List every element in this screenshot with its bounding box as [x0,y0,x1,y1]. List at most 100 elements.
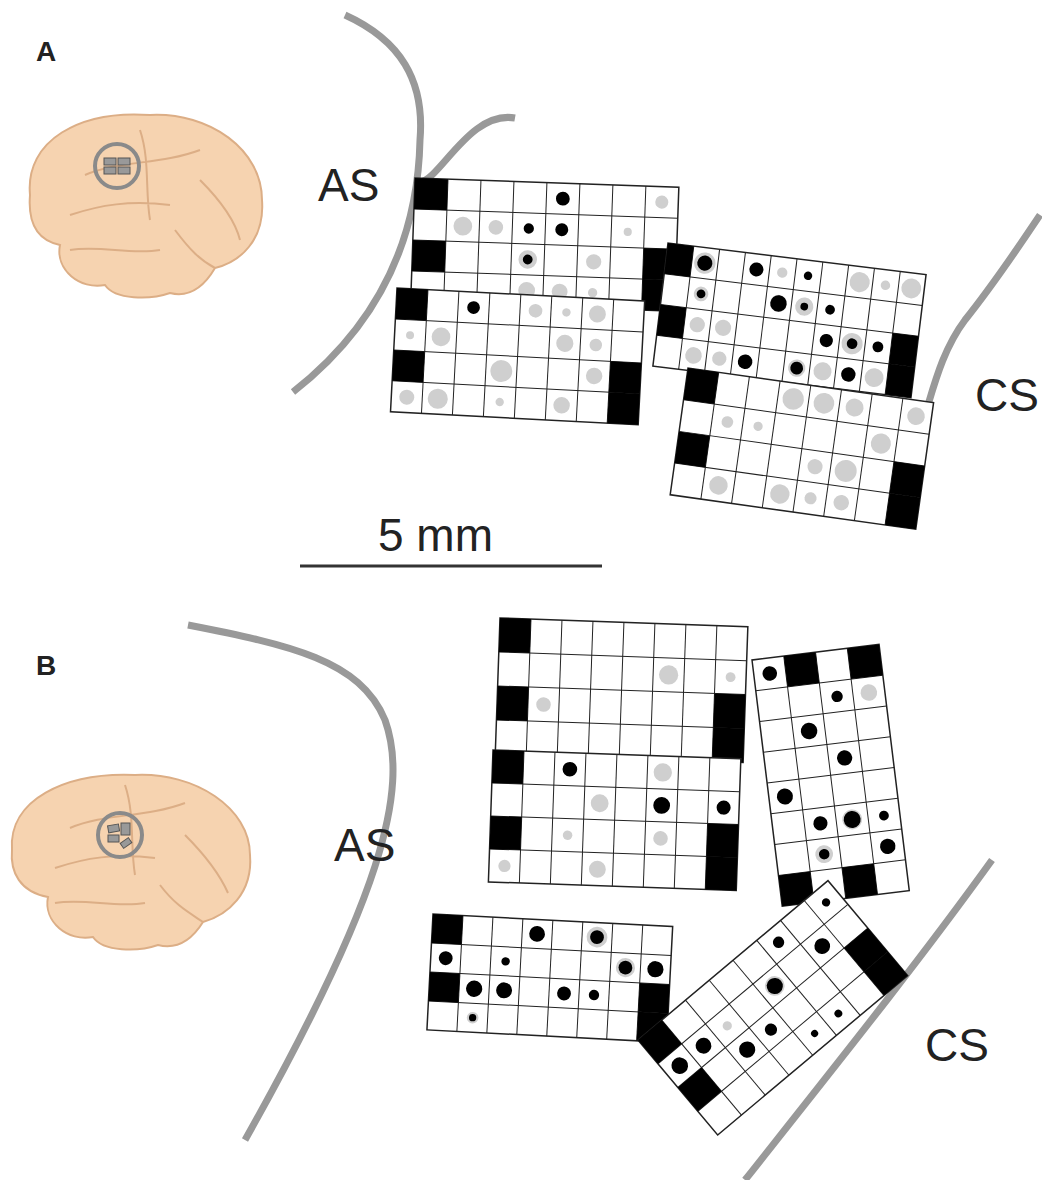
array-outline [391,288,645,425]
grid-line [431,943,671,956]
grey-dot [427,388,448,409]
grey-dot [812,392,835,415]
grey-dot [711,351,727,367]
reference-site [706,824,738,858]
grey-dot [653,831,668,846]
array-outline [670,368,933,529]
scale-bar [300,565,602,568]
reference-site [864,952,908,996]
reference-site [395,288,428,321]
grey-dot [615,958,635,978]
electrode-array [488,750,740,891]
reference-site [705,857,737,891]
reference-site [885,493,920,529]
black-dot [800,302,809,311]
grey-dot [833,494,850,511]
black-dot [557,986,572,1001]
grid-line [658,904,848,1063]
grey-dot [453,217,472,236]
black-dot [846,338,858,350]
grid-line [413,240,677,249]
black-dot [840,366,856,382]
reference-site [609,361,642,394]
reference-site [428,972,459,1003]
grid-line [490,849,738,858]
black-dot [618,960,632,974]
grid-line [675,463,921,498]
grid-line [684,400,930,435]
black-dot [523,223,534,234]
reference-site [414,178,448,210]
black-dot [438,951,453,966]
panel-letter: A [36,38,56,66]
electrode-array [670,368,933,529]
grey-dot [806,458,823,475]
grey-dot [655,195,669,209]
grid-line [499,652,747,661]
grey-dot [906,406,926,426]
reference-site [889,333,919,367]
black-dot [831,690,844,703]
black-dot [763,975,786,998]
grid-line [660,305,918,337]
grid-line [498,686,746,695]
grey-dot [900,277,922,299]
array-outline [495,618,748,763]
black-dot [523,254,533,264]
grey-dot [880,280,891,291]
grid-line [496,720,744,729]
electrode-array [495,618,748,763]
grey-dot [812,361,832,381]
reference-site [492,750,524,784]
grid-line [664,274,922,306]
grey-dot [844,397,864,417]
reference-site [675,431,710,467]
grey-dot [586,367,603,384]
reference-site [678,1068,722,1112]
brain-icon [12,775,250,950]
black-dot [467,301,480,314]
black-dot [819,333,834,348]
reference-site [885,364,915,398]
grey-dot [591,794,609,812]
black-dot [555,223,568,236]
grey-dot [406,331,414,339]
panel-letter: B [36,652,56,680]
grey-dot [721,1019,734,1032]
reference-site [412,240,446,272]
reference-site [664,243,694,277]
grey-dot [833,459,858,484]
grey-dot [399,389,415,405]
black-dot [811,935,833,957]
grey-dot [804,492,818,506]
black-dot [668,1054,691,1077]
grey-dot [860,683,879,702]
reference-site [638,983,669,1014]
black-dot [878,810,889,821]
brain-icon [30,114,263,297]
black-dot [556,192,570,206]
grey-dot [556,334,574,352]
array-outline [488,750,740,891]
grey-dot [536,697,551,712]
black-dot [776,788,794,806]
black-dot [716,800,731,815]
black-dot [562,762,577,777]
grey-dot [721,415,734,428]
reference-site [490,816,522,850]
grey-dot [841,808,863,830]
grey-dot [588,305,606,323]
black-dot [872,341,884,353]
grey-dot [563,830,573,840]
grey-dot [586,926,608,948]
black-dot [501,957,510,966]
black-dot [879,838,896,855]
black-dot [736,1038,759,1061]
electrode-array [391,288,645,425]
scale-label: 5 mm [378,512,493,558]
grid-line [412,271,676,280]
electrode-array [638,881,908,1135]
sulcus-label: AS [334,822,395,868]
reference-site [431,914,462,945]
grid-line [679,431,925,466]
